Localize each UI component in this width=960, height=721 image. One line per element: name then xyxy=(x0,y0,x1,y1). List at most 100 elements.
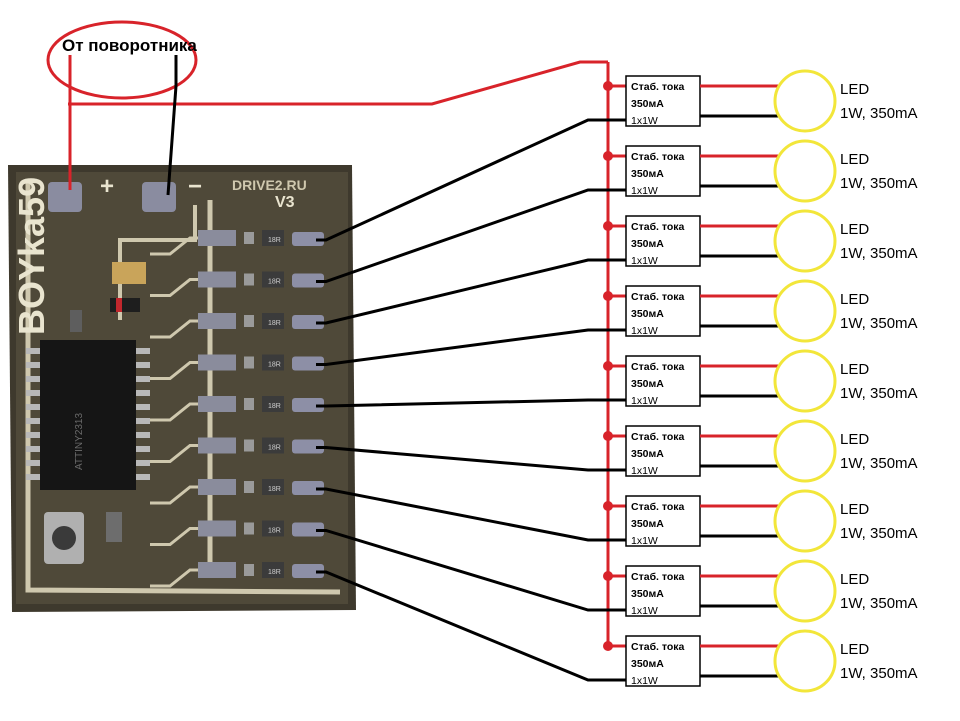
current-stabilizer xyxy=(625,285,701,337)
stabilizer-title: Стаб. тока xyxy=(631,151,685,163)
stabilizer-current: 350мА xyxy=(631,448,664,460)
led-spec: 1W, 350mA xyxy=(840,525,918,542)
stabilizer-title: Стаб. тока xyxy=(631,431,685,443)
transistor xyxy=(198,230,236,246)
led-label: LED xyxy=(840,361,869,378)
led-label: LED xyxy=(840,221,869,238)
pcb-board: + − DRIVE2.RU V3 BOYka59 ATTINY2313 18R1… xyxy=(8,165,356,612)
led-label: LED xyxy=(840,641,869,658)
board-version: V3 xyxy=(275,194,295,211)
channel-7: Стаб. тока 350мА 1х1W LED 1W, 350mA xyxy=(316,487,918,553)
stabilizer-current: 350мА xyxy=(631,98,664,110)
resistor xyxy=(262,437,284,454)
board-channel-6: 18R xyxy=(150,437,324,463)
stabilizer-title: Стаб. тока xyxy=(631,221,685,233)
led-label: LED xyxy=(840,431,869,448)
resistor-marking: 18R xyxy=(268,279,281,286)
resistor xyxy=(262,354,284,371)
board-name: BOYka59 xyxy=(11,177,52,335)
led-spec: 1W, 350mA xyxy=(840,595,918,612)
led-spec: 1W, 350mA xyxy=(840,315,918,332)
resistor-marking: 18R xyxy=(268,403,281,410)
minus-pad xyxy=(142,182,176,212)
led-label: LED xyxy=(840,81,869,98)
signal-wire xyxy=(316,570,626,682)
output-pad xyxy=(292,481,324,495)
channel-2: Стаб. тока 350мА 1х1W LED 1W, 350mA xyxy=(316,139,918,283)
current-stabilizer xyxy=(625,425,701,477)
current-stabilizer xyxy=(625,635,701,687)
stabilizer-config: 1х1W xyxy=(631,465,658,477)
stabilizer-config: 1х1W xyxy=(631,325,658,337)
output-pad xyxy=(292,439,324,454)
diode xyxy=(110,298,140,312)
stabilizer-current: 350мА xyxy=(631,378,664,390)
positive-feed-wire xyxy=(68,55,608,190)
signal-wire xyxy=(316,118,626,242)
output-pad xyxy=(292,398,324,412)
led-icon xyxy=(773,69,837,133)
stabilizer-title: Стаб. тока xyxy=(631,81,685,93)
led-spec: 1W, 350mA xyxy=(840,245,918,262)
transistor xyxy=(198,354,236,371)
led-spec: 1W, 350mA xyxy=(840,455,918,472)
board-channel-7: 18R xyxy=(150,479,324,505)
led-icon xyxy=(773,489,837,553)
led-label: LED xyxy=(840,571,869,588)
stabilizer-config: 1х1W xyxy=(631,535,658,547)
minus-sign: − xyxy=(188,173,202,200)
transistor xyxy=(198,562,236,578)
stabilizer-current: 350мА xyxy=(631,518,664,530)
resistor-marking: 18R xyxy=(268,237,281,244)
current-stabilizer xyxy=(625,495,701,547)
led-spec: 1W, 350mA xyxy=(840,175,918,192)
resistor xyxy=(262,562,284,578)
output-pad xyxy=(292,273,324,288)
resistor xyxy=(262,313,284,329)
output-pad xyxy=(292,315,324,329)
resistor-marking: 18R xyxy=(268,528,281,535)
board-channel-5: 18R xyxy=(150,396,324,422)
led-label: LED xyxy=(840,151,869,168)
plus-pad xyxy=(48,182,82,212)
microcontroller-chip: ATTINY2313 xyxy=(26,340,150,490)
stabilizer-title: Стаб. тока xyxy=(631,291,685,303)
led-icon xyxy=(773,419,837,483)
signal-wire xyxy=(316,446,626,472)
board-channel-3: 18R xyxy=(150,313,324,339)
source-label: От поворотника xyxy=(62,36,197,55)
transistor xyxy=(198,479,236,495)
resistor-marking: 18R xyxy=(268,569,281,576)
signal-wire xyxy=(316,529,626,612)
transistor xyxy=(198,437,236,454)
board-channel-9: 18R xyxy=(150,562,324,588)
led-label: LED xyxy=(840,291,869,308)
resistor-marking: 18R xyxy=(268,486,281,493)
output-pad xyxy=(292,356,324,371)
led-label: LED xyxy=(840,501,869,518)
resistor xyxy=(262,230,284,246)
source-label-ellipse xyxy=(46,20,198,100)
signal-wire xyxy=(316,328,626,366)
board-channel-2: 18R xyxy=(150,271,324,297)
current-stabilizer xyxy=(625,355,701,407)
stabilizer-current: 350мА xyxy=(631,658,664,670)
chip-marking: ATTINY2313 xyxy=(74,413,85,470)
stabilizer-config: 1х1W xyxy=(631,395,658,407)
signal-wire xyxy=(316,188,626,283)
stabilizer-title: Стаб. тока xyxy=(631,501,685,513)
transistor xyxy=(198,271,236,288)
current-stabilizer xyxy=(625,145,701,197)
led-icon xyxy=(773,349,837,413)
resistor xyxy=(262,396,284,412)
stabilizer-config: 1х1W xyxy=(631,255,658,267)
stabilizer-config: 1х1W xyxy=(631,185,658,197)
resistor xyxy=(262,479,284,495)
led-spec: 1W, 350mA xyxy=(840,105,918,122)
led-icon xyxy=(773,279,837,343)
resistor-marking: 18R xyxy=(268,320,281,327)
stabilizer-current: 350мА xyxy=(631,238,664,250)
transistor xyxy=(198,520,236,537)
